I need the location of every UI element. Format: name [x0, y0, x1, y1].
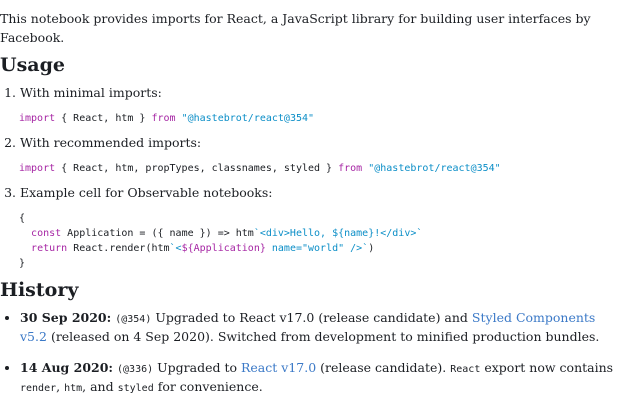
code-string: "@hastebrot/react@354": [368, 162, 501, 174]
inline-code: render: [20, 382, 57, 394]
code-interpolation: ${Application}: [181, 242, 266, 254]
code-keyword: return: [31, 242, 68, 254]
usage-item-minimal: With minimal imports: import { React, ht…: [19, 84, 626, 126]
code-template: `<: [169, 242, 182, 254]
code-brace: {: [19, 212, 26, 224]
history-text: (release candidate).: [320, 359, 447, 375]
inline-code: htm: [64, 382, 83, 394]
code-template: name="world" />`: [265, 242, 369, 254]
inline-code: React: [450, 363, 481, 375]
code-text: React.render(htm: [67, 242, 170, 254]
code-indent: [19, 243, 31, 254]
code-keyword: import: [19, 113, 56, 125]
history-text: for convenience.: [157, 378, 263, 394]
code-string: "@hastebrot/react@354": [181, 113, 315, 125]
usage-list: With minimal imports: import { React, ht…: [0, 84, 626, 270]
history-text: , and: [82, 378, 114, 394]
react-v17-link[interactable]: React v17.0: [241, 359, 317, 375]
code-text: { React, htm }: [55, 113, 152, 125]
history-text: Upgraded to React v17.0 (release candida…: [155, 310, 468, 326]
code-block-minimal[interactable]: import { React, htm } from "@hastebrot/r…: [19, 111, 626, 126]
usage-item-label: With recommended imports:: [20, 135, 202, 151]
history-heading: History: [0, 278, 79, 301]
code-block-observable[interactable]: { const Application = ({ name }) => htm`…: [19, 211, 626, 271]
code-text: Application = ({ name }) => htm: [61, 227, 254, 239]
history-version: (@354): [115, 314, 152, 326]
history-version: (@336): [117, 363, 154, 375]
history-text: (released on 4 Sep 2020). Switched from …: [50, 329, 600, 345]
code-text: { React, htm, propTypes, classnames, sty…: [55, 162, 339, 174]
code-block-recommended[interactable]: import { React, htm, propTypes, classnam…: [19, 161, 626, 176]
history-text: ,: [56, 378, 61, 394]
usage-item-label: Example cell for Observable notebooks:: [20, 184, 273, 200]
usage-item-observable: Example cell for Observable notebooks: {…: [19, 184, 626, 271]
inline-code: styled: [117, 382, 154, 394]
history-date: 14 Aug 2020:: [20, 359, 114, 375]
code-indent: [19, 228, 31, 239]
code-brace: }: [19, 257, 26, 269]
code-keyword: const: [31, 227, 62, 239]
history-list: 30 Sep 2020: (@354) Upgraded to React v1…: [0, 309, 626, 396]
code-keyword: import: [19, 162, 56, 174]
intro-text: This notebook provides imports for React…: [0, 11, 591, 45]
code-template: `<div>Hello, ${name}!</div>`: [253, 227, 423, 239]
usage-heading: Usage: [0, 53, 65, 76]
code-keyword: from: [151, 113, 176, 125]
history-text: export now contains: [484, 359, 614, 375]
history-entry: 30 Sep 2020: (@354) Upgraded to React v1…: [20, 309, 626, 347]
history-entry: 14 Aug 2020: (@336) Upgraded to React v1…: [20, 359, 626, 397]
styled-components-link[interactable]: Styled Components v5.2: [20, 310, 596, 345]
code-keyword: from: [338, 162, 363, 174]
code-text: ): [368, 242, 375, 254]
usage-item-label: With minimal imports:: [20, 85, 162, 101]
history-text: Upgraded to: [157, 359, 238, 375]
usage-item-recommended: With recommended imports: import { React…: [19, 134, 626, 176]
history-date: 30 Sep 2020:: [20, 310, 112, 326]
